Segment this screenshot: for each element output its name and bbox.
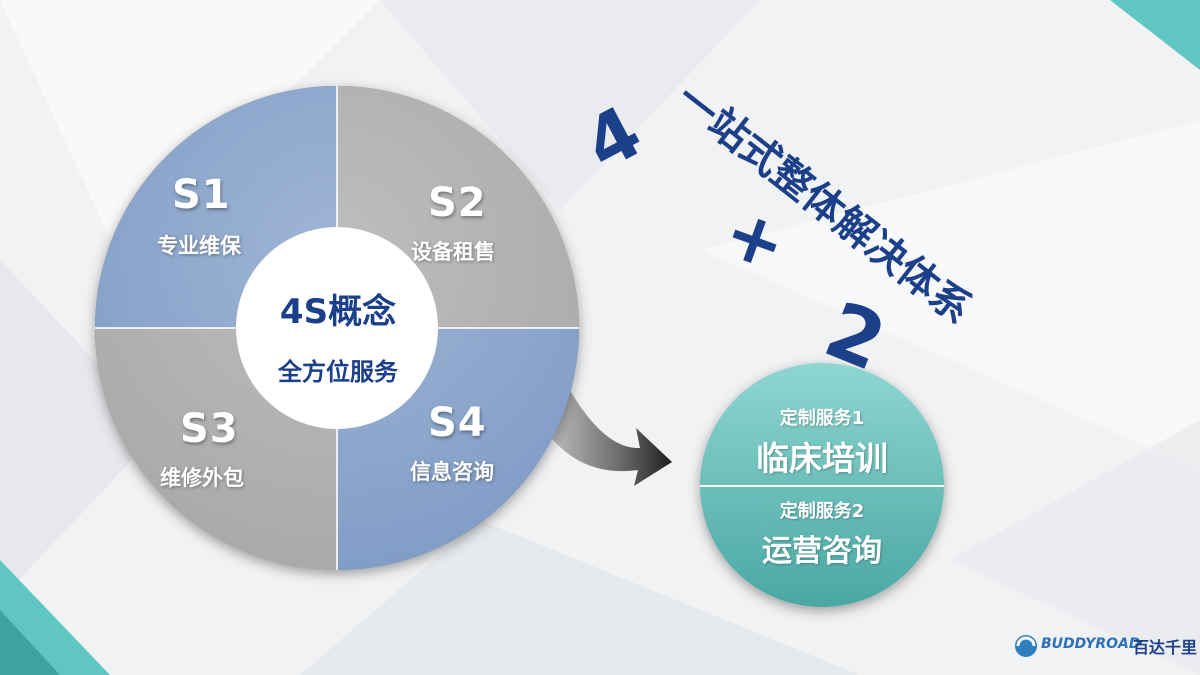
custom-service-2-label: 定制服务2	[779, 501, 865, 522]
four-s-circle	[95, 86, 579, 570]
s1-label: 专业维保	[157, 234, 241, 258]
pointer-arrow	[545, 372, 672, 486]
corner-accent-top-right	[1110, 0, 1200, 70]
center-circle	[236, 227, 438, 429]
custom-service-circle	[700, 363, 944, 607]
s4-code: S4	[428, 400, 487, 446]
s3-code: S3	[180, 406, 239, 452]
s3-label: 维修外包	[160, 466, 244, 490]
s1-code: S1	[172, 172, 231, 218]
s4-label: 信息咨询	[410, 460, 494, 484]
s2-code: S2	[428, 180, 487, 226]
custom-service-1-label: 定制服务1	[779, 408, 865, 429]
center-subtitle: 全方位服务	[278, 358, 398, 386]
custom-service-2-name: 运营咨询	[762, 534, 882, 569]
center-title: 4S概念	[279, 292, 397, 332]
brand-name-en: BUDDYROAD	[1041, 636, 1141, 652]
custom-service-1-name: 临床培训	[756, 439, 888, 478]
brand-logo-icon	[1015, 635, 1037, 657]
brand-name-cn: 百达千里	[1133, 638, 1198, 657]
s2-label: 设备租售	[411, 240, 495, 264]
